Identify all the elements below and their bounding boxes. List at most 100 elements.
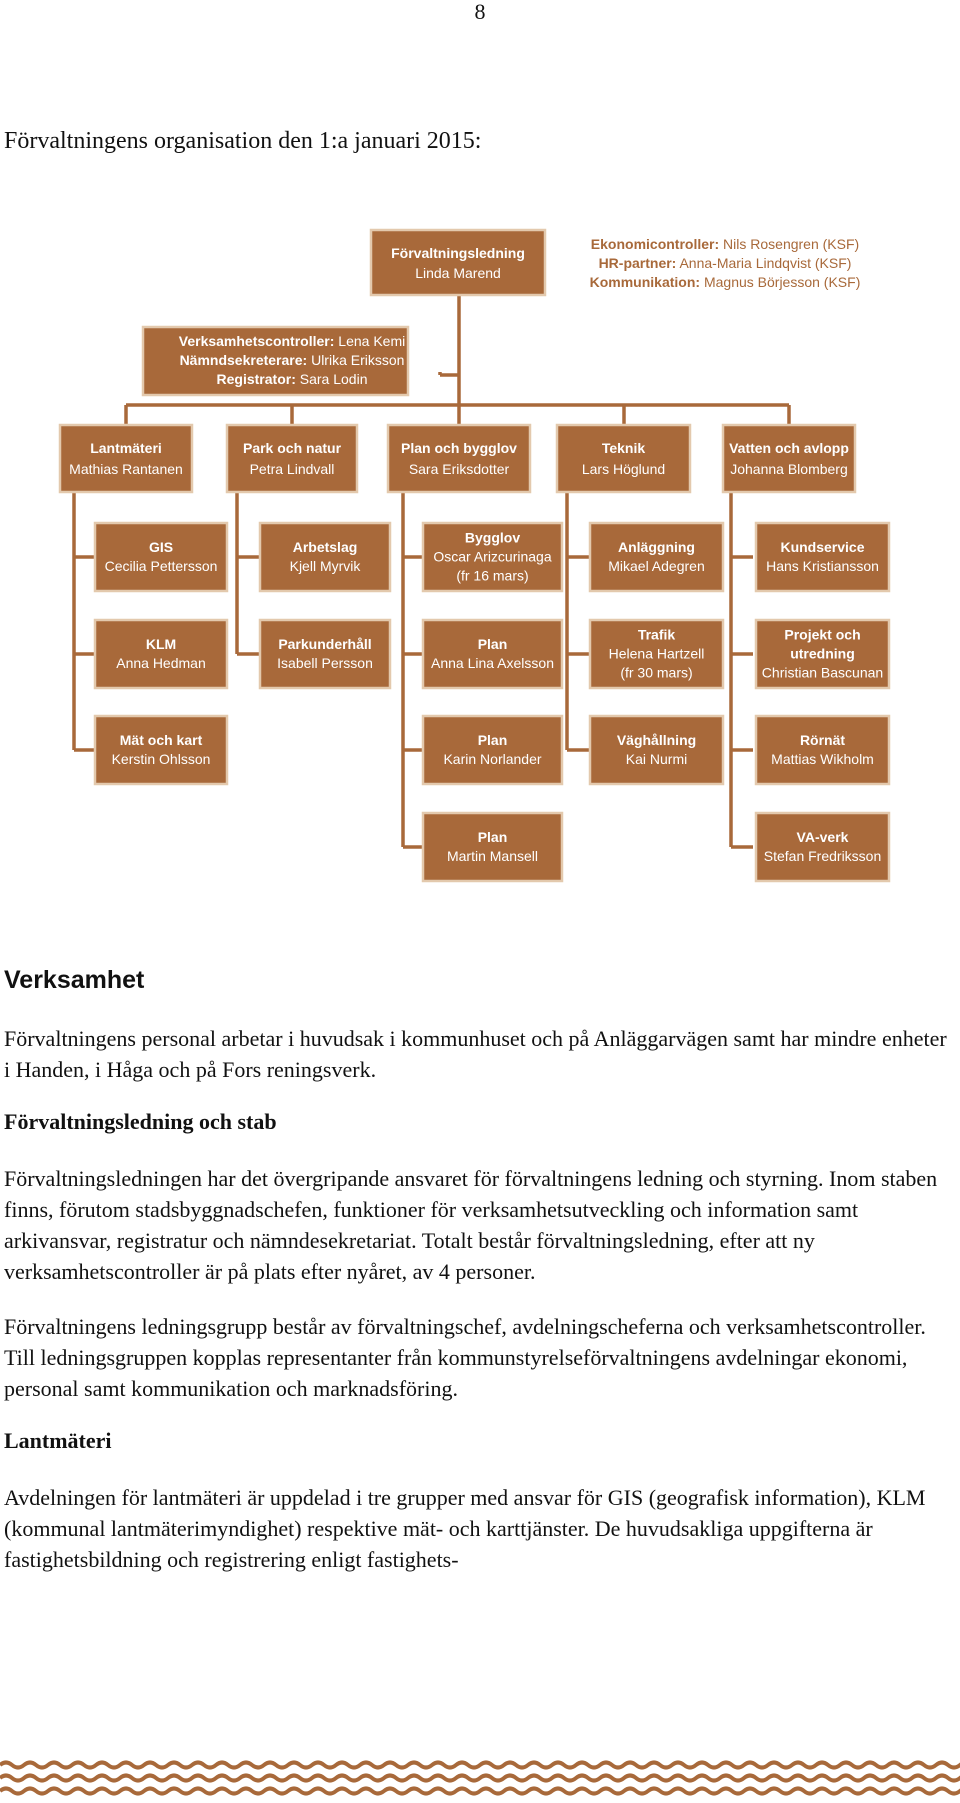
unit-line: (fr 16 mars) (456, 568, 528, 584)
unit-box (93, 521, 229, 593)
unit-title: Trafik (638, 627, 676, 643)
unit-box (258, 521, 392, 593)
department-title: Park och natur (243, 440, 342, 456)
staff-role: Registrator: (217, 371, 296, 387)
unit-line: Oscar Arizcurinaga (433, 549, 551, 565)
unit-box (588, 714, 725, 786)
department-person: Petra Lindvall (250, 461, 335, 477)
unit-box (754, 618, 891, 690)
unit-line: Christian Bascunan (762, 665, 883, 681)
staff-box (141, 325, 410, 397)
staff-role: Verksamhetscontroller: (179, 333, 335, 349)
department-title: Vatten och avlopp (729, 440, 849, 456)
head-box (369, 228, 547, 297)
staff-person: Ulrika Eriksson (307, 352, 404, 368)
paragraph-ledning-2: Förvaltningens ledningsgrupp består av f… (4, 1314, 926, 1401)
department-box (555, 423, 692, 494)
unit-box (588, 521, 725, 593)
controller-line: Ekonomicontroller: Nils Rosengren (KSF) (591, 236, 859, 252)
page-number: 8 (474, 0, 486, 24)
controller-role: Kommunikation: (590, 274, 700, 290)
staff-line: Registrator: Sara Lodin (217, 371, 368, 387)
unit-line: Stefan Fredriksson (764, 848, 882, 864)
unit-title: Kundservice (780, 539, 864, 555)
staff-person: Lena Kemi (334, 333, 405, 349)
department-title: Lantmäteri (90, 440, 162, 456)
unit-title: Plan (478, 636, 508, 652)
unit-box (588, 618, 725, 690)
controller-person: Magnus Börjesson (KSF) (700, 274, 860, 290)
unit-title: Parkunderhåll (278, 636, 371, 652)
unit-title: KLM (146, 636, 176, 652)
unit-line: Kai Nurmi (626, 751, 687, 767)
department-person: Mathias Rantanen (69, 461, 183, 477)
department-box (225, 423, 359, 494)
unit-title: Rörnät (800, 732, 845, 748)
unit-title: Väghållning (617, 732, 696, 748)
paragraph-lantmateri: Avdelningen för lantmäteri är uppdelad i… (4, 1485, 926, 1572)
footer-wave-line (0, 1773, 960, 1783)
unit-line: Kjell Myrvik (290, 558, 362, 574)
paragraph-verksamhet: Förvaltningens personal arbetar i huvuds… (4, 1026, 947, 1082)
department-person: Johanna Blomberg (730, 461, 848, 477)
footer-wave-line (0, 1760, 960, 1770)
department-title: Plan och bygglov (401, 440, 517, 456)
footer-wave-line (0, 1786, 960, 1796)
controller-role: HR-partner: (599, 255, 677, 271)
unit-line: Helena Hartzell (609, 646, 705, 662)
controller-line: HR-partner: Anna-Maria Lindqvist (KSF) (599, 255, 852, 271)
unit-box (93, 618, 229, 690)
unit-box (754, 714, 891, 786)
unit-title: Plan (478, 732, 508, 748)
controller-person: Nils Rosengren (KSF) (719, 236, 859, 252)
unit-box (258, 618, 392, 690)
staff-person: Sara Lodin (296, 371, 368, 387)
department-person: Lars Höglund (582, 461, 665, 477)
org-chart-title: Förvaltningens organisation den 1:a janu… (4, 128, 482, 154)
unit-title: Plan (478, 829, 508, 845)
unit-line: Cecilia Pettersson (105, 558, 218, 574)
unit-box (93, 714, 229, 786)
head-person: Linda Marend (415, 265, 501, 281)
department-title: Teknik (602, 440, 646, 456)
unit-title: GIS (149, 539, 173, 555)
unit-title: VA-verk (797, 829, 849, 845)
unit-line: Karin Norlander (443, 751, 541, 767)
footer-wave-ornament (0, 1760, 960, 1796)
section-heading-verksamhet: Verksamhet (4, 966, 145, 994)
head-title: Förvaltningsledning (391, 245, 525, 261)
unit-line: Martin Mansell (447, 848, 538, 864)
unit-line: Mikael Adegren (608, 558, 705, 574)
unit-box (754, 521, 891, 593)
department-box (386, 423, 532, 494)
unit-title: Mät och kart (120, 732, 203, 748)
department-box (58, 423, 194, 494)
department-box (721, 423, 857, 494)
unit-box (421, 618, 564, 690)
document-body: Verksamhet Förvaltningens personal arbet… (4, 966, 954, 1599)
unit-line: Mattias Wikholm (771, 751, 874, 767)
unit-box (421, 521, 564, 593)
unit-box (754, 811, 891, 883)
staff-line: Nämndsekreterare: Ulrika Eriksson (180, 352, 405, 368)
unit-line: Anna Lina Axelsson (431, 655, 554, 671)
unit-line: Isabell Persson (277, 655, 373, 671)
unit-box (421, 714, 564, 786)
controller-role: Ekonomicontroller: (591, 236, 719, 252)
staff-line: Verksamhetscontroller: Lena Kemi (179, 333, 405, 349)
unit-title: Bygglov (465, 530, 520, 546)
section-heading-ledning: Förvaltningsledning och stab (4, 1109, 277, 1134)
department-person: Sara Eriksdotter (409, 461, 510, 477)
section-heading-lantmateri: Lantmäteri (4, 1428, 112, 1453)
unit-line: Anna Hedman (116, 655, 206, 671)
unit-title: Anläggning (618, 539, 695, 555)
unit-line: Hans Kristiansson (766, 558, 879, 574)
unit-line: (fr 30 mars) (620, 665, 692, 681)
controller-line: Kommunikation: Magnus Börjesson (KSF) (590, 274, 861, 290)
unit-title: Arbetslag (293, 539, 358, 555)
unit-box (421, 811, 564, 883)
staff-role: Nämndsekreterare: (180, 352, 308, 368)
controller-person: Anna-Maria Lindqvist (KSF) (676, 255, 851, 271)
